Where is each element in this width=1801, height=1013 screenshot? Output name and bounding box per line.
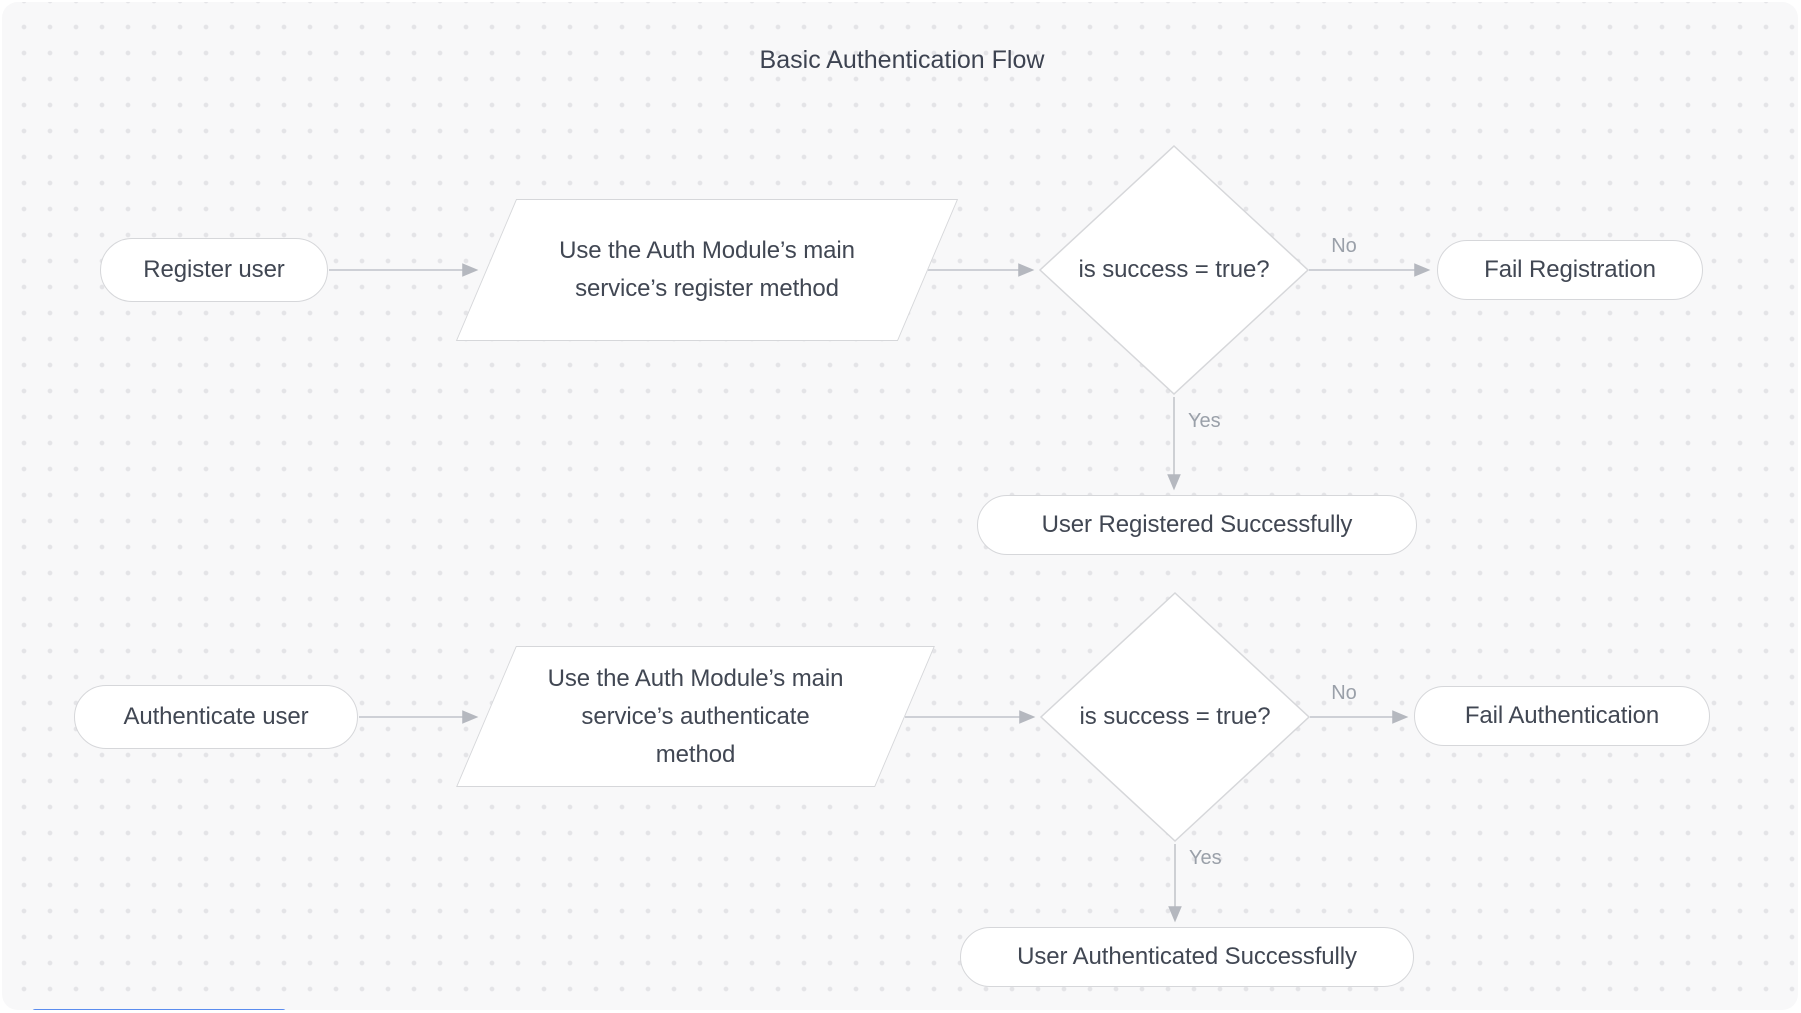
node-label: User Authenticated Successfully — [1017, 943, 1357, 970]
node-fail-authentication[interactable]: Fail Authentication — [1414, 686, 1710, 746]
node-label: is success = true? — [1079, 703, 1271, 730]
node-register-decision[interactable]: is success = true? — [1038, 144, 1310, 396]
node-label: User Registered Successfully — [1041, 511, 1353, 538]
edge-label-no: No — [1331, 682, 1357, 704]
node-user-authenticated[interactable]: User Authenticated Successfully — [960, 927, 1414, 987]
node-register-process[interactable]: Use the Auth Module’s main service’s reg… — [455, 199, 959, 341]
diagram-title: Basic Authentication Flow — [759, 46, 1045, 74]
node-user-registered[interactable]: User Registered Successfully — [977, 495, 1417, 555]
node-authenticate-user[interactable]: Authenticate user — [74, 685, 358, 749]
diamond-shape — [1039, 591, 1311, 843]
node-label: Register user — [143, 256, 285, 283]
node-fail-registration[interactable]: Fail Registration — [1437, 240, 1703, 300]
node-label: Use the Auth Module’s main service’s aut… — [547, 664, 844, 768]
horizontal-scrollbar-thumb[interactable] — [32, 1009, 286, 1010]
node-label: is success = true? — [1078, 256, 1270, 283]
node-auth-process[interactable]: Use the Auth Module’s main service’s aut… — [456, 646, 935, 787]
edge-label-yes: Yes — [1189, 847, 1222, 869]
edge-label-no: No — [1331, 235, 1357, 257]
diamond-shape — [1038, 144, 1310, 396]
node-label: Authenticate user — [123, 703, 309, 730]
node-label: Use the Auth Module’s main service’s reg… — [559, 237, 855, 302]
edge-label-yes: Yes — [1188, 410, 1221, 432]
node-register-user[interactable]: Register user — [100, 238, 328, 302]
node-label: Fail Authentication — [1464, 702, 1660, 729]
node-label: Fail Registration — [1484, 256, 1656, 283]
node-auth-decision[interactable]: is success = true? — [1039, 591, 1311, 843]
